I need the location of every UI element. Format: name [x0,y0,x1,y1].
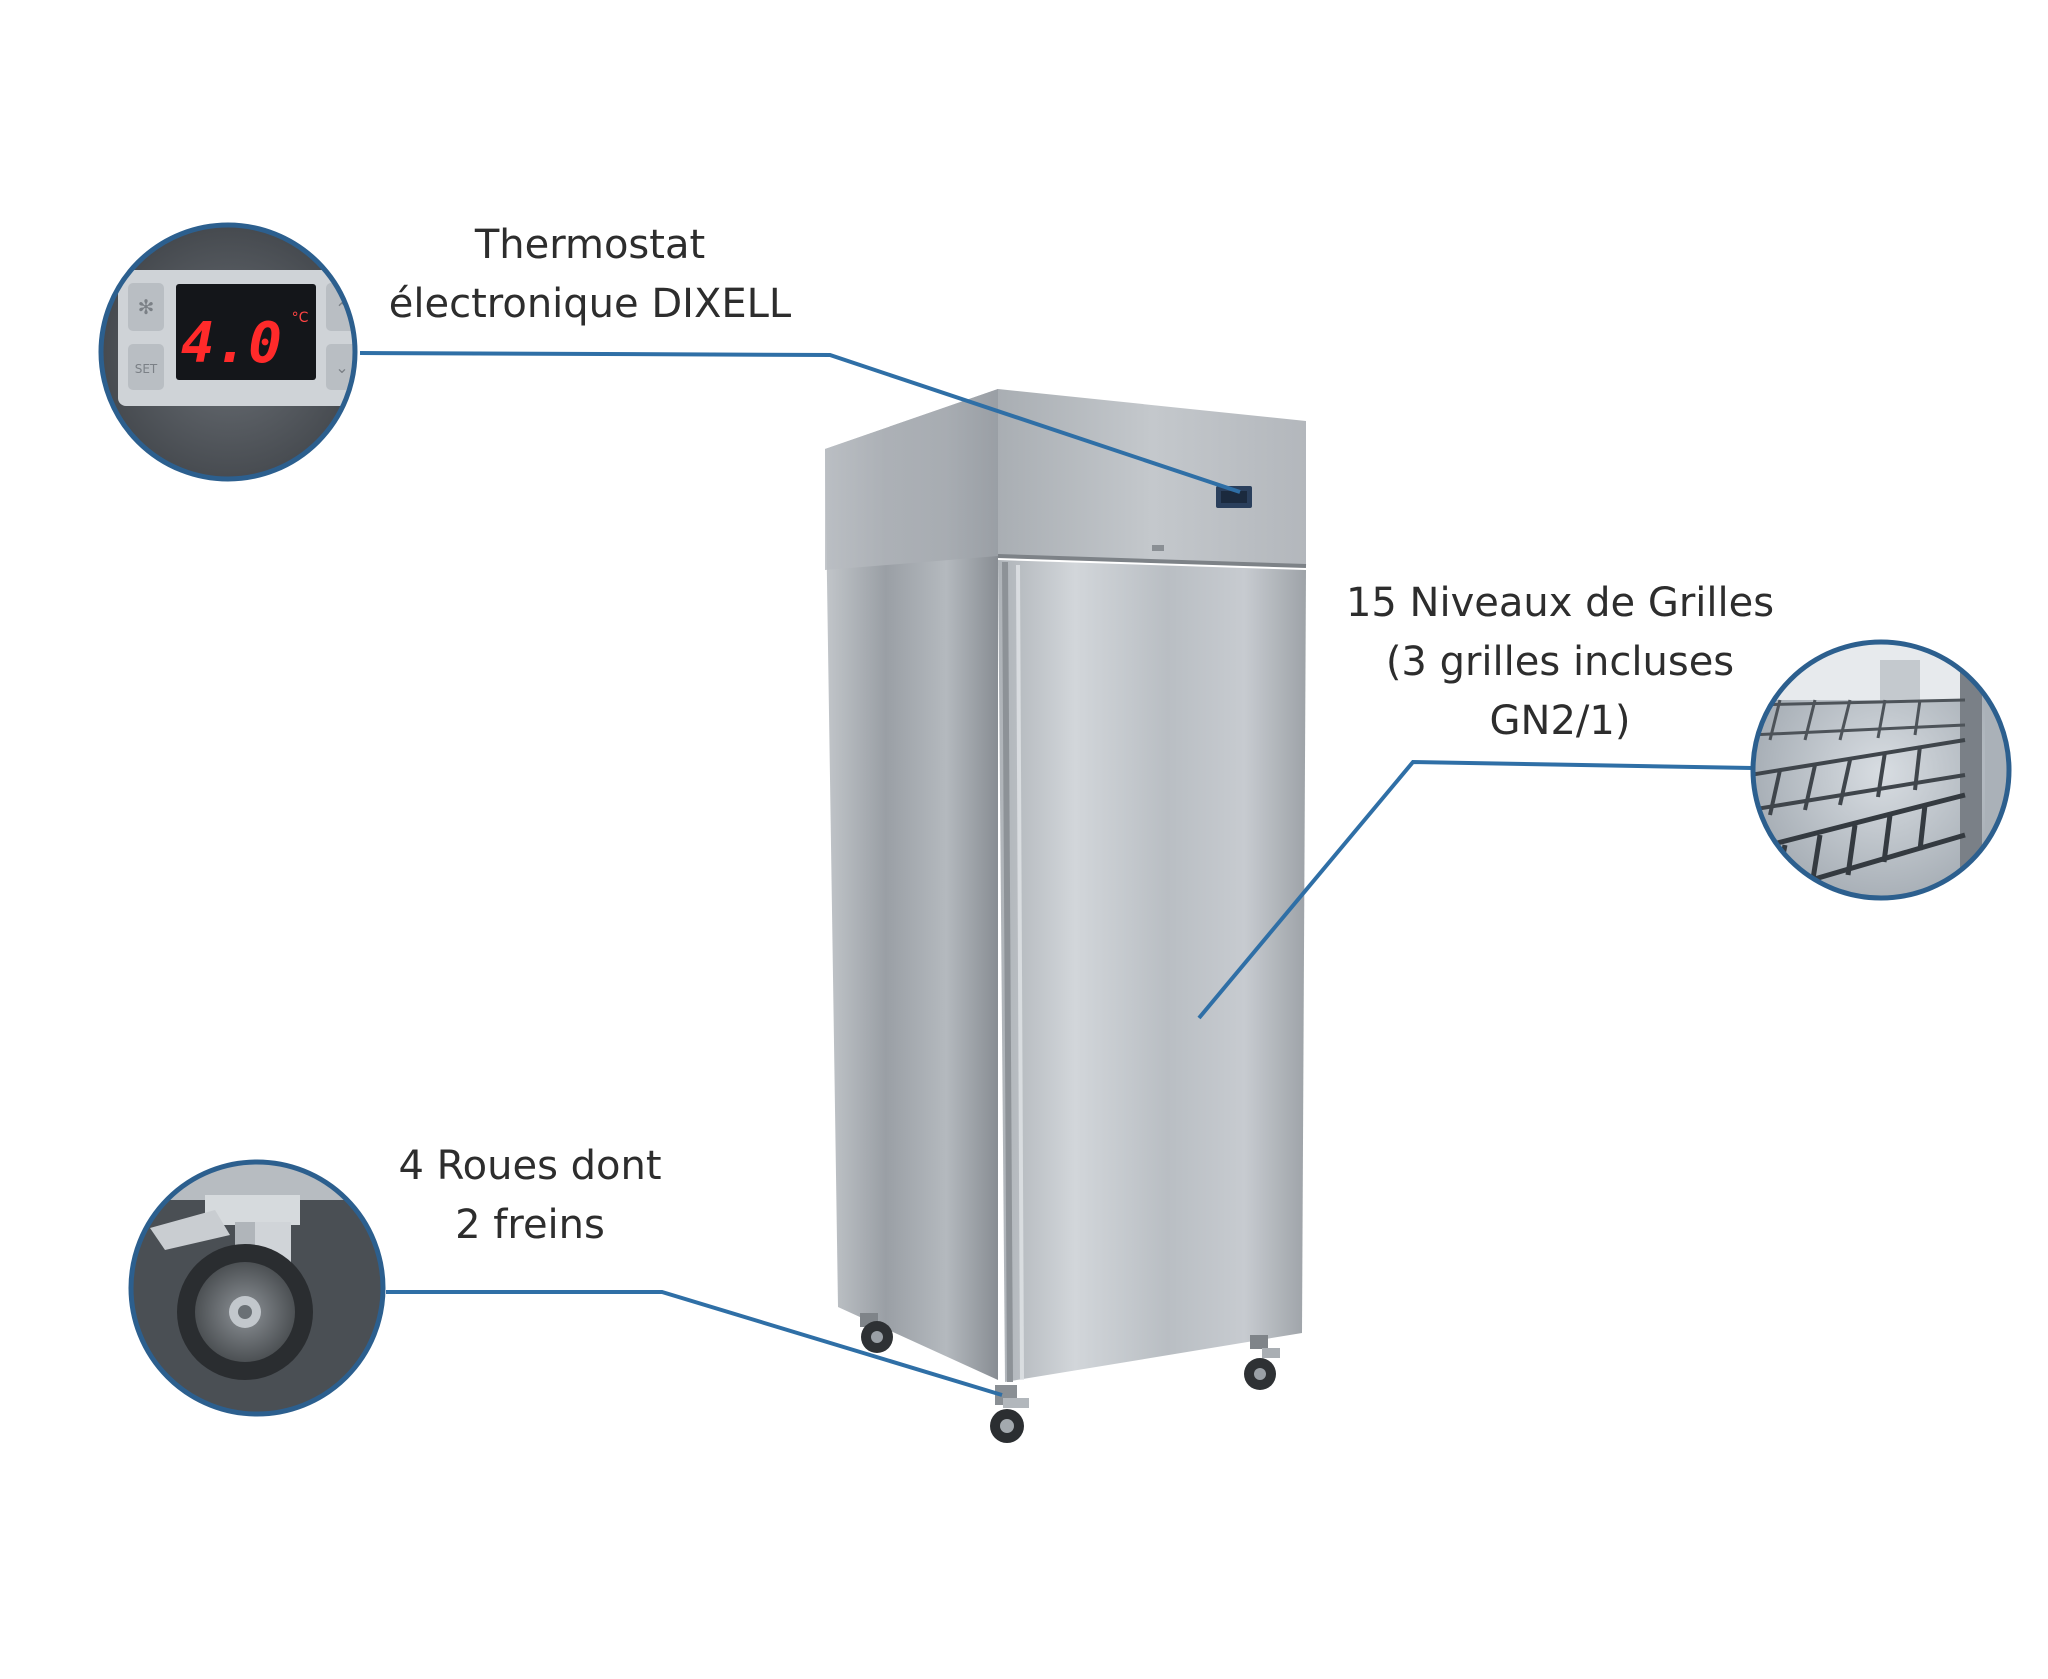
grilles-label: 15 Niveaux de Grilles (3 grilles incluse… [1330,574,1790,751]
fridge-door-edge [1002,561,1013,1383]
thermostat-display-unit: °C [292,310,309,326]
roues-label: 4 Roues dont 2 freins [380,1137,680,1255]
grilles-callout-line [1197,759,1753,1020]
thermostat-detail-circle: ✻ SET 4.0 °C ⌃ ⌄ [98,222,358,482]
fridge-logo [1152,545,1164,551]
roues-detail-circle [128,1159,386,1417]
fridge-top-panel [998,389,1306,566]
grille-shelf-2 [1753,738,1966,816]
thermostat-label-line2: électronique DIXELL [388,281,792,327]
grilles-detail-circle [1750,639,2012,901]
thermostat-display [176,284,316,380]
callout-lines [359,351,1753,1397]
grilles-label-line1: 15 Niveaux de Grilles [1345,580,1775,626]
fridge-wheel-back-left [860,1313,893,1353]
grilles-label-line3: GN2/1) [1489,698,1631,744]
thermostat-label: Thermostat électronique DIXELL [380,216,800,334]
roues-label-line2: 2 freins [455,1202,605,1248]
thermostat-button-defrost [128,283,164,331]
fridge-image [825,389,1307,1443]
svg-text:SET: SET [135,362,158,376]
svg-text:⌄: ⌄ [335,358,348,377]
grilles-label-line2: (3 grilles incluses [1385,639,1735,685]
thermostat-button-set [128,344,164,390]
svg-text:✻: ✻ [138,295,155,319]
fridge-side-panel [825,389,998,1380]
thermostat-display-reading: 4.0 [181,311,282,376]
fridge-door [998,560,1306,1382]
caster-brake-lever [150,1210,230,1250]
fridge-header-seam [997,554,1307,568]
roues-callout-line [386,1290,1003,1397]
roues-label-line1: 4 Roues dont [398,1143,662,1189]
fridge-top-side [825,389,998,570]
fridge-wheel-back-right [1244,1335,1280,1390]
grille-shelf-1 [1753,698,1966,741]
thermostat-callout-line [359,351,1241,494]
thermostat-label-line1: Thermostat [474,222,706,268]
fridge-wheel-front-left [990,1385,1029,1443]
